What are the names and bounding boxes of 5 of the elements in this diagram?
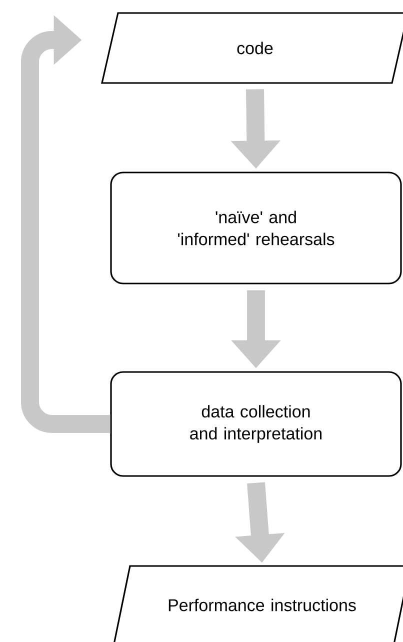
block-arrow bbox=[21, 15, 110, 433]
process-box: data collection and interpretation bbox=[110, 371, 402, 477]
input-output-box: Performance instructions bbox=[113, 565, 403, 642]
process-box: 'naïve' and 'informed' rehearsals bbox=[110, 172, 402, 284]
input-output-box: code bbox=[101, 12, 403, 84]
